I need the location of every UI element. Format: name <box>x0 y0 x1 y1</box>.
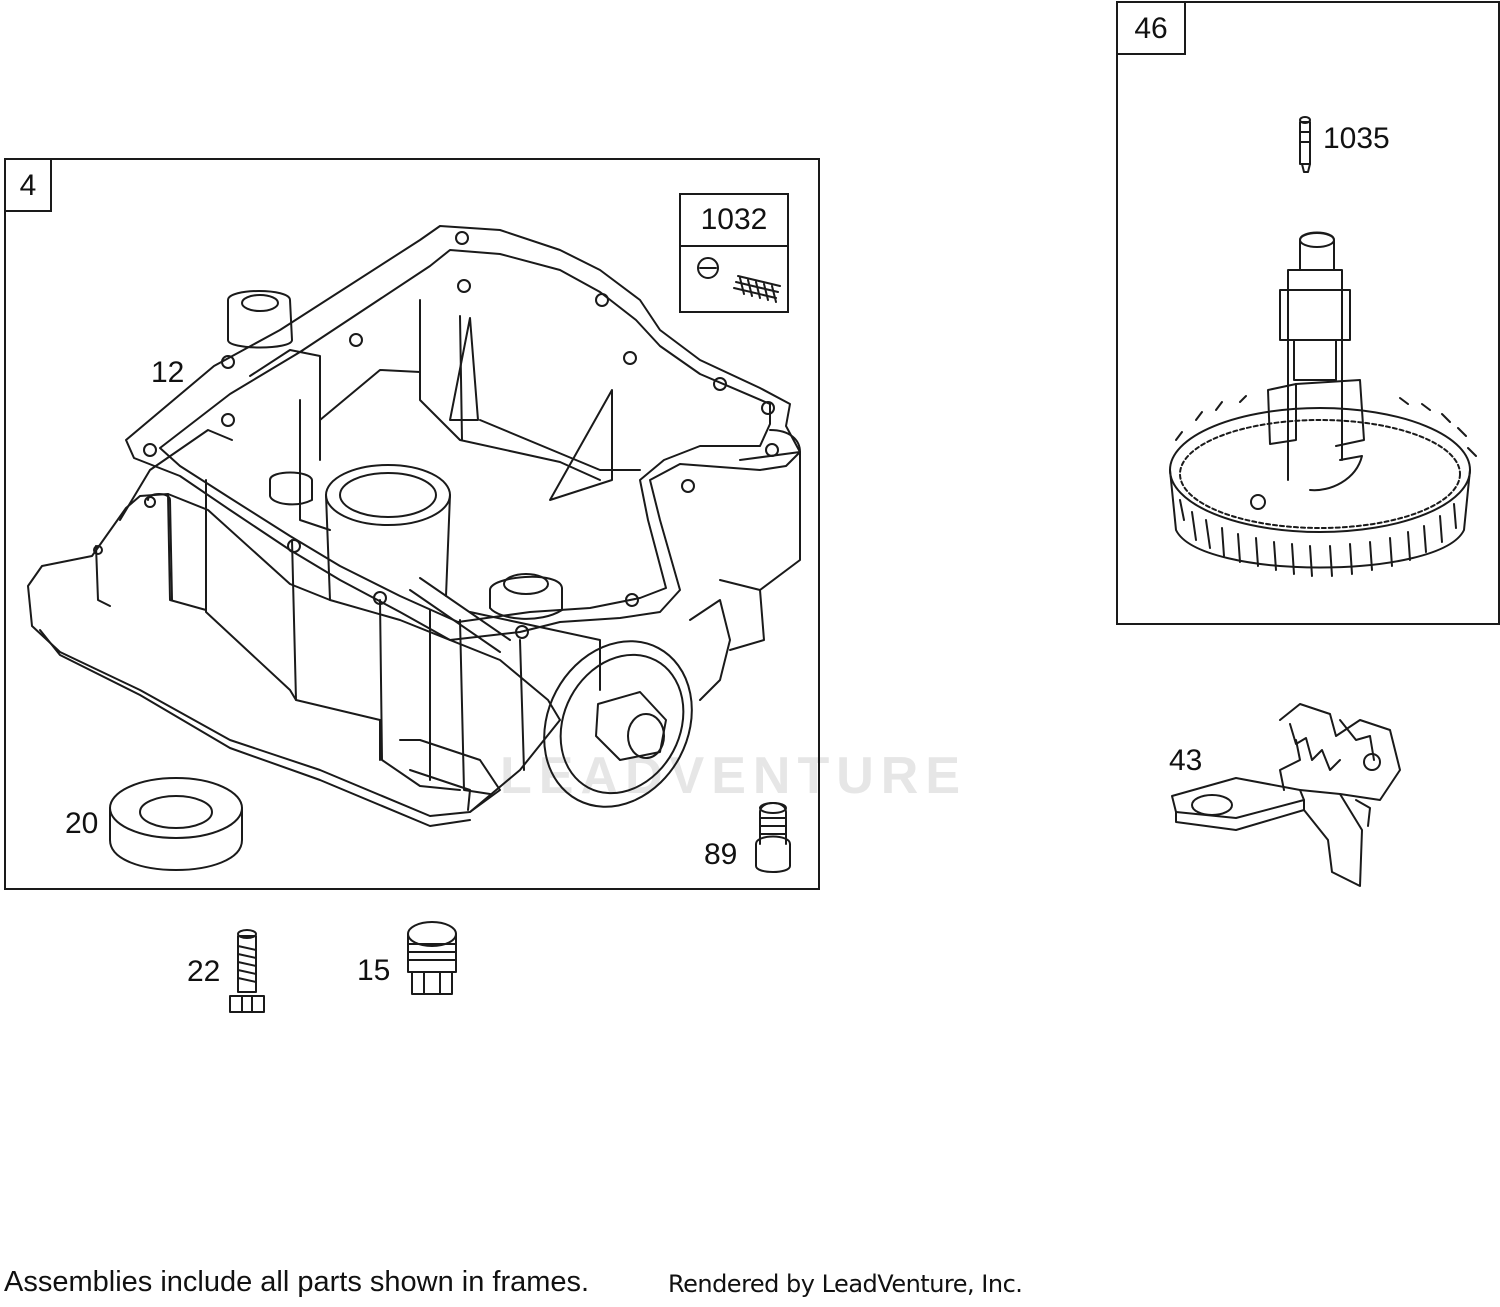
callout-89-plug: 89 <box>704 838 738 871</box>
valve-kit-drawing <box>697 257 781 303</box>
watermark-text: LEADVENTURE <box>500 747 968 805</box>
callout-20-seal: 20 <box>65 807 99 840</box>
sump-assembly-frame: 4 <box>4 158 820 890</box>
valve-kit-frame: 1032 <box>679 193 789 313</box>
bolt-22-drawing <box>229 929 265 1013</box>
sump-housing-drawing <box>27 225 801 827</box>
frame-tag-46: 46 <box>1118 3 1186 55</box>
seal-20-drawing <box>109 777 243 871</box>
callout-1035-pin: 1035 <box>1323 122 1390 155</box>
oil-pump-drawing <box>1171 703 1401 887</box>
callout-12-gasket: 12 <box>151 356 185 389</box>
frame-tag-4: 4 <box>6 160 52 212</box>
pin-1035-drawing <box>1299 116 1311 173</box>
footer-render-credit: Rendered by LeadVenture, Inc. <box>668 1270 1023 1298</box>
callout-15-plug: 15 <box>357 954 391 987</box>
callout-22-bolt: 22 <box>187 955 221 988</box>
callout-43-oil-pump: 43 <box>1169 744 1203 777</box>
plug-89-drawing <box>755 802 791 873</box>
camshaft-frame: 46 <box>1116 1 1500 625</box>
footer-assemblies-note: Assemblies include all parts shown in fr… <box>4 1266 590 1298</box>
plug-15-drawing <box>407 921 457 995</box>
frame-tag-1032: 1032 <box>681 195 787 247</box>
camshaft-drawing <box>1169 231 1477 577</box>
